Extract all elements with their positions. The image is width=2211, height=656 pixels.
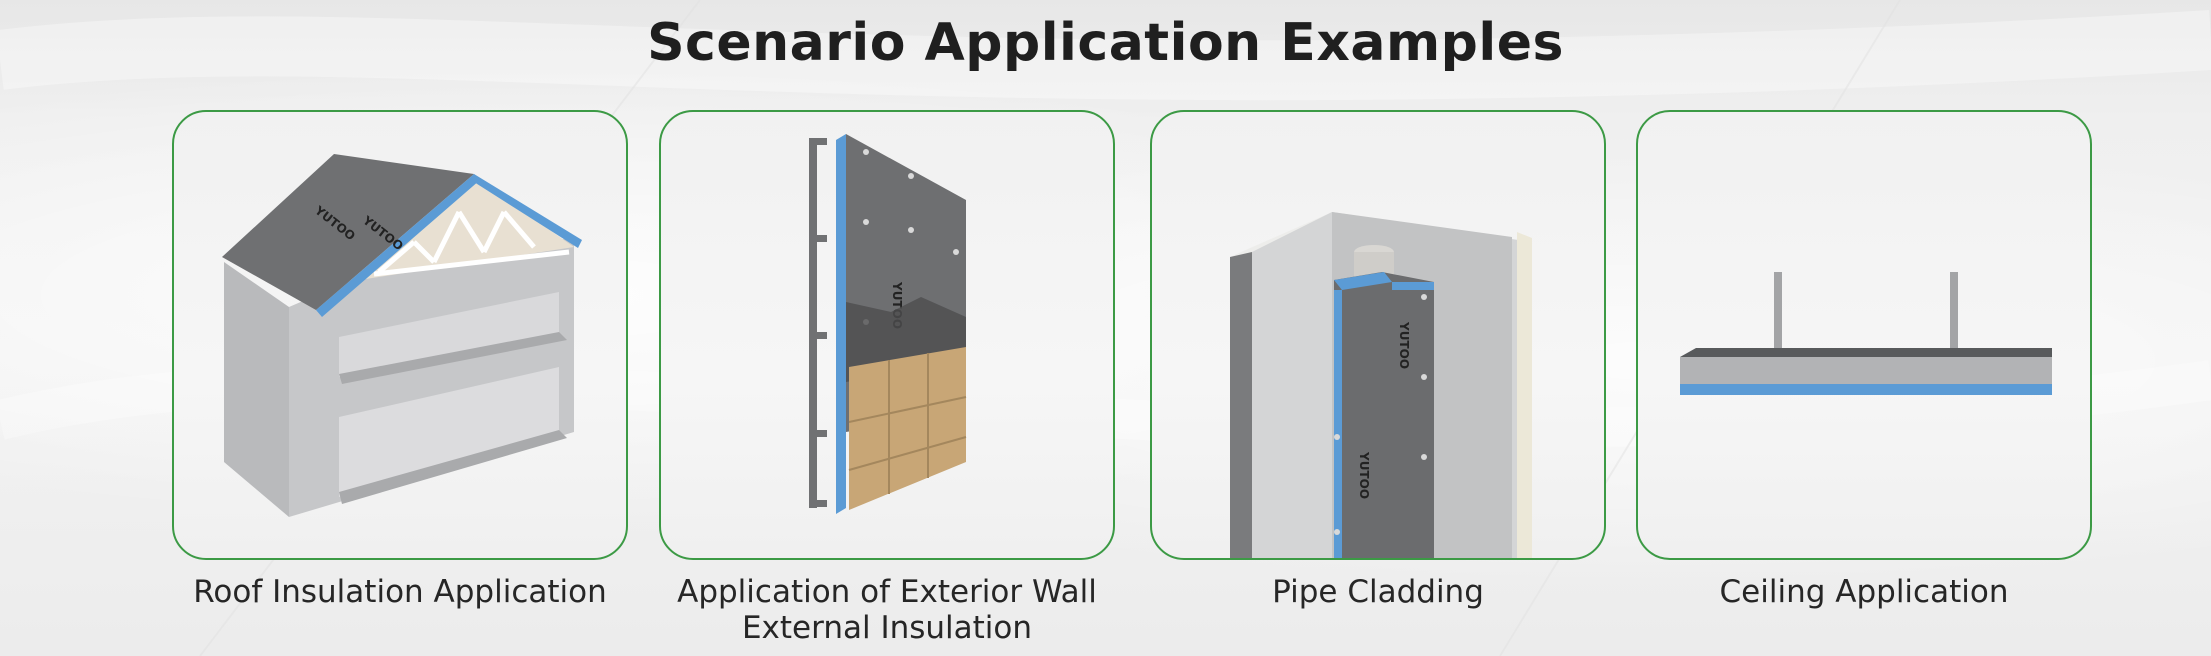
ceiling-panel-illustration [1680,272,2052,395]
caption-roof-insulation: Roof Insulation Application [193,574,607,610]
caption-ceiling: Ceiling Application [1719,574,2009,610]
card-exterior-wall[interactable]: YUTOO [659,110,1115,560]
brand-mark: YUTOO [1397,321,1411,369]
card-roof-insulation[interactable]: YUTOO YUTOO [172,110,628,560]
pipe-corner-illustration: YUTOO YUTOO [1230,212,1532,558]
caption-pipe-cladding: Pipe Cladding [1272,574,1484,610]
house-roof-illustration: YUTOO YUTOO [222,154,582,517]
card-ceiling[interactable] [1636,110,2092,560]
page-title: Scenario Application Examples [647,13,1564,73]
caption-exterior-wall: Application of Exterior Wall External In… [677,574,1097,646]
wall-section-illustration: YUTOO [809,134,967,514]
brand-mark: YUTOO [1357,451,1371,499]
card-pipe-cladding[interactable]: YUTOO YUTOO [1150,110,1606,560]
